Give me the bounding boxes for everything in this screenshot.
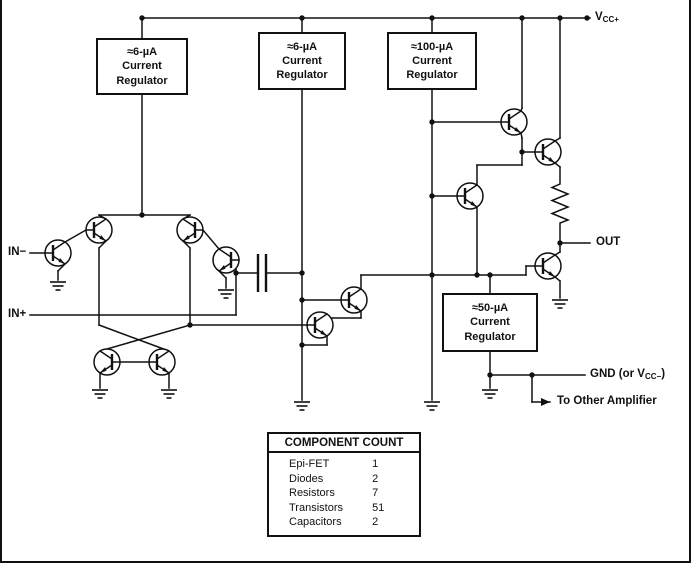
gnd-label: GND (or VCC−) (590, 368, 665, 381)
in-minus-label: IN− (8, 246, 27, 258)
ground-icon (49, 281, 67, 291)
ground-icon (160, 389, 178, 399)
current-regulator-box-3: ≈100-µA Current Regulator (387, 32, 477, 90)
component-name: Capacitors (289, 516, 342, 528)
ground-icon (423, 401, 441, 411)
capacitor-icon (256, 254, 268, 292)
component-count-table: COMPONENT COUNT Epi-FET 1 Diodes 2 Resis… (267, 432, 421, 537)
gnd-label-post: ) (661, 368, 666, 380)
vcc-label-sub: CC+ (602, 15, 619, 24)
out-label: OUT (596, 236, 621, 248)
component-name: Resistors (289, 487, 335, 499)
current-regulator-label-1: ≈6-µA Current Regulator (116, 46, 168, 87)
component-value: 7 (372, 487, 379, 499)
to-other-amplifier-label: To Other Amplifier (557, 395, 657, 407)
current-regulator-box-4: ≈50-µA Current Regulator (442, 293, 538, 352)
gnd-label-pre: GND (or V (590, 368, 645, 380)
ground-icon (91, 389, 109, 399)
table-row: Capacitors 2 (289, 515, 419, 530)
ground-icon (481, 389, 499, 399)
transistor-icon (455, 181, 485, 211)
component-value: 51 (372, 501, 385, 514)
current-regulator-box-2: ≈6-µA Current Regulator (258, 32, 346, 90)
transistor-icon (305, 310, 335, 340)
wires (29, 17, 591, 406)
junction-dots (139, 15, 590, 378)
component-value: 2 (372, 516, 379, 528)
transistor-icon (92, 347, 122, 377)
gnd-label-sub: CC− (644, 372, 662, 381)
transistor-icon (339, 285, 369, 315)
table-row: Transistors 51 (289, 501, 419, 516)
transistor-icon (499, 107, 529, 137)
ground-icon (217, 289, 235, 299)
transistor-icon (147, 347, 177, 377)
current-regulator-label-2: ≈6-µA Current Regulator (276, 40, 328, 82)
component-count-rows: Epi-FET 1 Diodes 2 Resistors 7 Transisto… (269, 453, 419, 535)
table-row: Diodes 2 (289, 472, 419, 487)
vcc-label-main: V (595, 11, 603, 23)
table-row: Resistors 7 (289, 486, 419, 501)
resistor-icon (550, 166, 571, 244)
component-name: Transistors (289, 501, 343, 514)
transistor-icon (175, 215, 205, 245)
transistor-icon (533, 137, 563, 167)
component-value: 2 (372, 472, 379, 485)
current-regulator-label-4: ≈50-µA Current Regulator (464, 302, 516, 343)
transistor-icon (211, 245, 241, 275)
in-plus-label: IN+ (8, 308, 27, 320)
component-value: 1 (372, 458, 379, 470)
component-name: Epi-FET (289, 458, 330, 470)
current-regulator-box-1: ≈6-µA Current Regulator (96, 38, 188, 95)
table-row: Epi-FET 1 (289, 457, 419, 472)
ground-icon (293, 401, 311, 411)
component-name: Diodes (289, 472, 324, 485)
transistor-icon (43, 238, 73, 268)
current-regulator-label-3: ≈100-µA Current Regulator (406, 40, 458, 82)
ground-icon (551, 299, 569, 309)
transistor-icon (84, 215, 114, 245)
vcc-label: VCC+ (595, 11, 619, 24)
component-count-title: COMPONENT COUNT (269, 434, 419, 453)
transistor-icon (533, 251, 563, 281)
